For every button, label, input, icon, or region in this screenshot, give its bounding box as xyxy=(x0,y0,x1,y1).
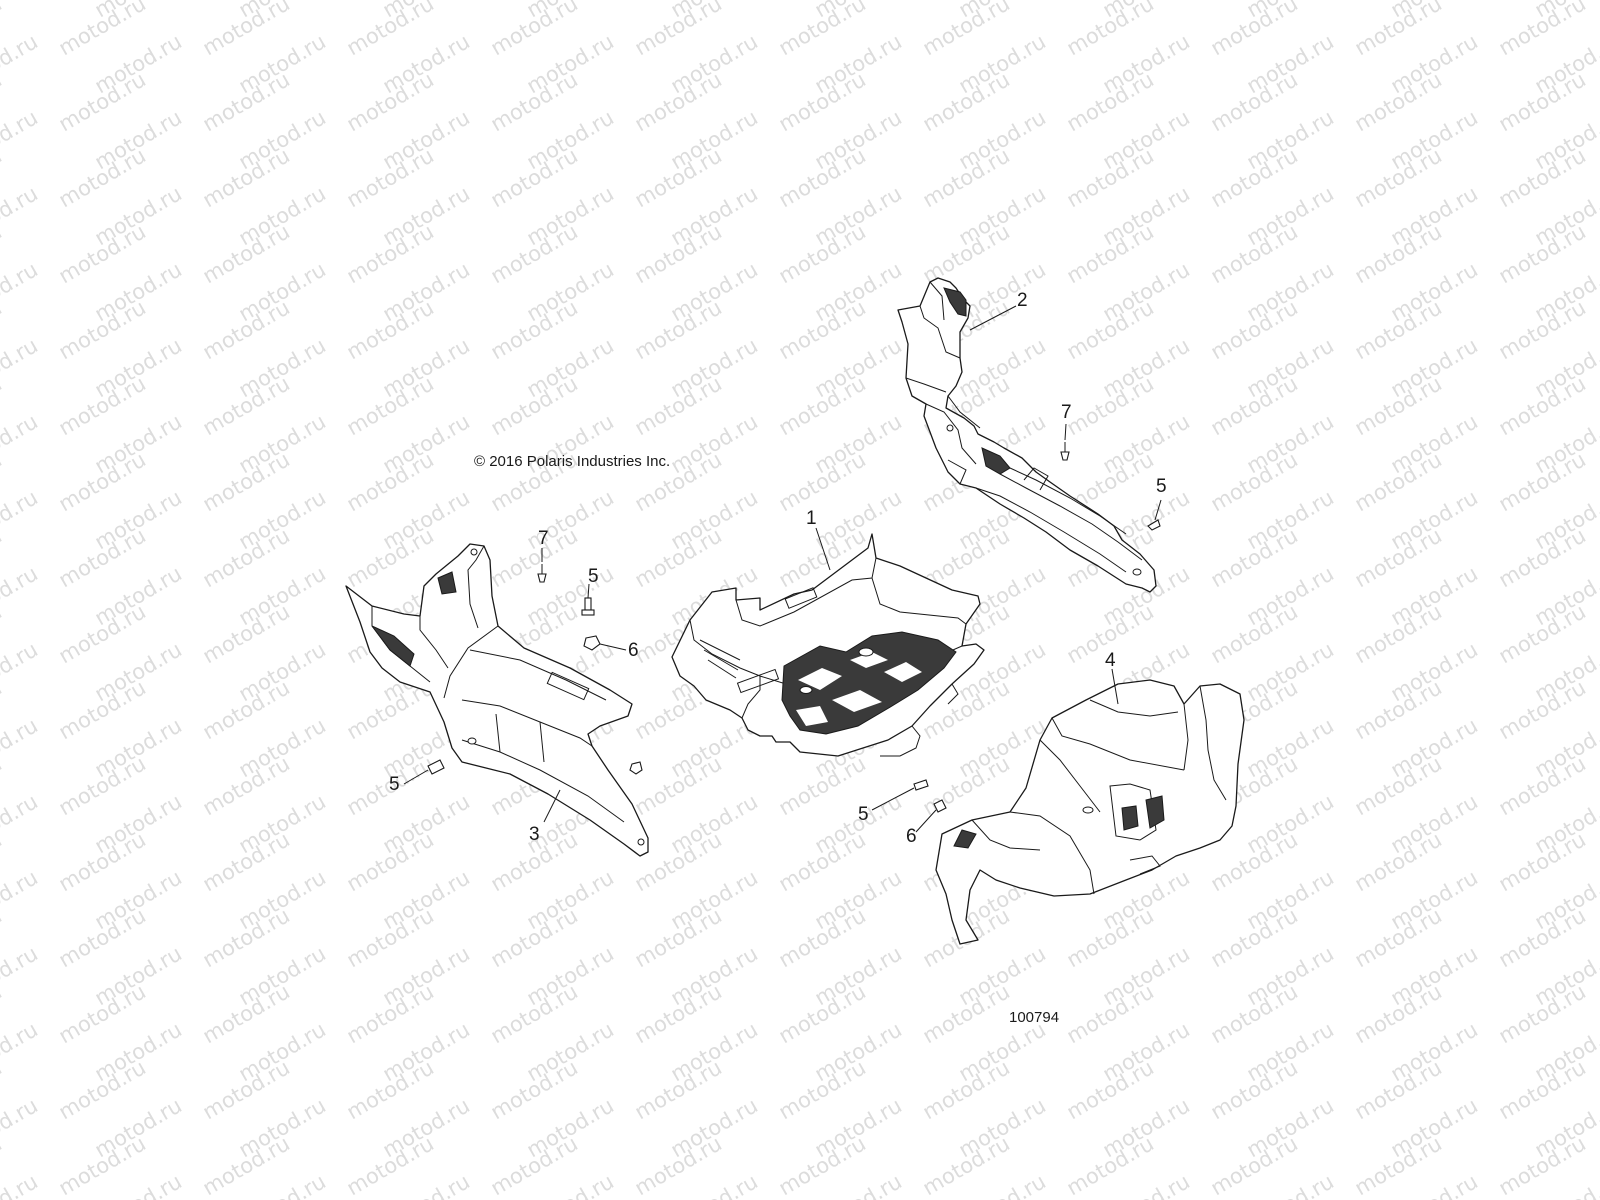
left-rocker-panel-part xyxy=(345,543,649,857)
callout-6-left: 6 xyxy=(628,640,639,661)
leader-6a xyxy=(599,643,627,651)
nut-left xyxy=(583,635,601,651)
leader-5c xyxy=(1154,499,1162,521)
watermark-text: motod.ru xyxy=(0,29,42,98)
screw-left-bottom xyxy=(427,759,445,775)
callout-3: 3 xyxy=(529,824,540,845)
screw-right xyxy=(1147,519,1161,531)
watermark-text: motod.ru xyxy=(0,257,42,326)
push-rivet-right xyxy=(1060,442,1070,461)
watermark-text: motod.ru xyxy=(0,941,42,1010)
callout-7-right: 7 xyxy=(1061,402,1072,423)
leader-1 xyxy=(815,527,831,571)
leader-6b xyxy=(915,809,937,833)
leader-2 xyxy=(969,305,1017,331)
push-rivet-left xyxy=(537,564,547,583)
watermark-text: motod.ru xyxy=(0,1169,42,1200)
leader-4 xyxy=(1111,668,1119,705)
callout-5-left-bottom: 5 xyxy=(389,774,400,795)
watermark-text: motod.ru xyxy=(0,561,42,630)
leader-7b xyxy=(1064,423,1067,441)
watermark-text: motod.ru xyxy=(0,485,42,554)
watermark-text: motod.ru xyxy=(0,865,42,934)
callout-1: 1 xyxy=(806,508,817,529)
callout-2: 2 xyxy=(1017,290,1028,311)
copyright-text: © 2016 Polaris Industries Inc. xyxy=(474,453,670,470)
callout-4: 4 xyxy=(1105,650,1116,671)
leader-5a xyxy=(587,583,590,599)
watermark-text: motod.ru xyxy=(0,637,42,706)
callout-6-center: 6 xyxy=(906,826,917,847)
watermark-text: motod.ru xyxy=(0,409,42,478)
nut-center xyxy=(933,799,947,813)
callout-5-right: 5 xyxy=(1156,476,1167,497)
floor-tray-part xyxy=(671,533,985,757)
callout-5-center: 5 xyxy=(858,804,869,825)
watermark-text: motod.ru xyxy=(0,333,42,402)
right-rocker-panel-part xyxy=(897,277,1157,593)
watermark-text: motod.ru xyxy=(0,713,42,782)
diagram-number: 100794 xyxy=(1009,1009,1059,1026)
callout-5-left-top: 5 xyxy=(588,566,599,587)
watermark-text: motod.ru xyxy=(0,105,42,174)
watermark-text: motod.ru xyxy=(0,1017,42,1086)
leader-5d xyxy=(871,787,915,811)
screw-center xyxy=(913,779,929,791)
rear-cab-panel-part xyxy=(935,679,1245,945)
leader-5b xyxy=(403,769,429,785)
callout-7-left: 7 xyxy=(538,528,549,549)
leader-3 xyxy=(543,789,561,823)
watermark-text: motod.ru xyxy=(0,0,42,22)
watermark-text: motod.ru xyxy=(0,181,42,250)
watermark-text: motod.ru xyxy=(0,789,42,858)
nut-left-lower xyxy=(629,761,643,775)
watermark-text: motod.ru xyxy=(0,1093,42,1162)
